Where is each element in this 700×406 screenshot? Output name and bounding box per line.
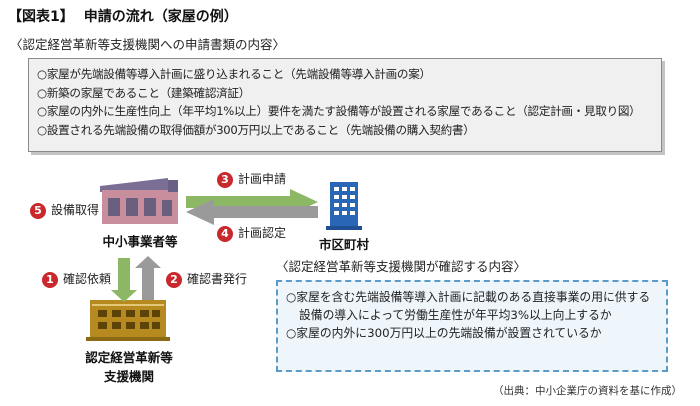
step-4-text: 計画認定 xyxy=(238,226,287,240)
support-organization-label-line1: 認定経営革新等 xyxy=(85,350,173,365)
step-1-label: 1 確認依頼 xyxy=(42,270,111,288)
support-organization-label: 認定経営革新等 支援機関 xyxy=(74,347,184,385)
step-2-badge: 2 xyxy=(166,271,182,288)
source-note: （出典：中小企業庁の資料を基に作成） xyxy=(493,385,682,397)
support-organization-building-icon xyxy=(86,300,170,341)
support-organization-label-line2: 支援機関 xyxy=(103,369,154,384)
figure-title: 【図表1】申請の流れ（家屋の例） xyxy=(8,6,238,26)
confirm-contents-box: ○家屋を含む先端設備等導入計画に記載のある直接事業の用に供する設備の導入によって… xyxy=(276,280,668,372)
request-section-heading: 〈認定経営革新等支援機関への申請書類の内容〉 xyxy=(10,37,286,52)
figure-number: 【図表1】 xyxy=(8,9,74,25)
step-5-text: 設備取得 xyxy=(51,203,100,217)
sme-label: 中小事業者等 xyxy=(102,234,178,249)
confirm-item: ○家屋の内外に300万円以上の先端設備が設置されているか xyxy=(286,326,602,340)
confirm-item: ○家屋を含む先端設備等導入計画に記載のある直接事業の用に供する設備の導入によって… xyxy=(286,290,651,322)
arrow-plan-approval xyxy=(186,199,318,225)
city-office-building-icon xyxy=(326,182,362,230)
arrow-confirmation-request xyxy=(111,258,137,302)
step-2-text: 確認書発行 xyxy=(187,272,248,286)
step-3-badge: 3 xyxy=(217,171,233,188)
step-3-label: 3 計画申請 xyxy=(217,170,286,188)
arrow-plan-application xyxy=(186,189,318,215)
request-documents-box: ○家屋が先端設備等導入計画に盛り込まれること（先端設備等導入計画の案） ○新築の… xyxy=(28,58,662,152)
request-item: ○新築の家屋であること（建築確認済証） xyxy=(37,85,250,100)
request-item: ○設置される先端設備の取得価額が300万円以上であること（先端設備の購入契約書） xyxy=(37,122,475,137)
step-5-label: 5 設備取得 xyxy=(30,201,99,219)
figure-caption: 申請の流れ（家屋の例） xyxy=(83,9,238,25)
step-3-text: 計画申請 xyxy=(238,172,287,186)
step-5-badge: 5 xyxy=(30,202,46,219)
city-label: 市区町村 xyxy=(318,237,369,252)
request-item: ○家屋が先端設備等導入計画に盛り込まれること（先端設備等導入計画の案） xyxy=(37,67,431,81)
step-4-label: 4 計画認定 xyxy=(217,224,286,242)
arrow-confirmation-issue xyxy=(135,256,161,300)
step-4-badge: 4 xyxy=(217,225,233,242)
step-2-label: 2 確認書発行 xyxy=(166,270,247,288)
confirm-section-heading: 〈認定経営革新等支援機関が確認する内容〉 xyxy=(276,259,527,274)
request-item: ○家屋の内外に生産性向上（年平均1%以上）要件を満たす設備等が設置される家屋であ… xyxy=(37,104,641,119)
sme-building-icon xyxy=(100,178,178,224)
step-1-badge: 1 xyxy=(42,271,58,288)
step-1-text: 確認依頼 xyxy=(63,272,112,286)
